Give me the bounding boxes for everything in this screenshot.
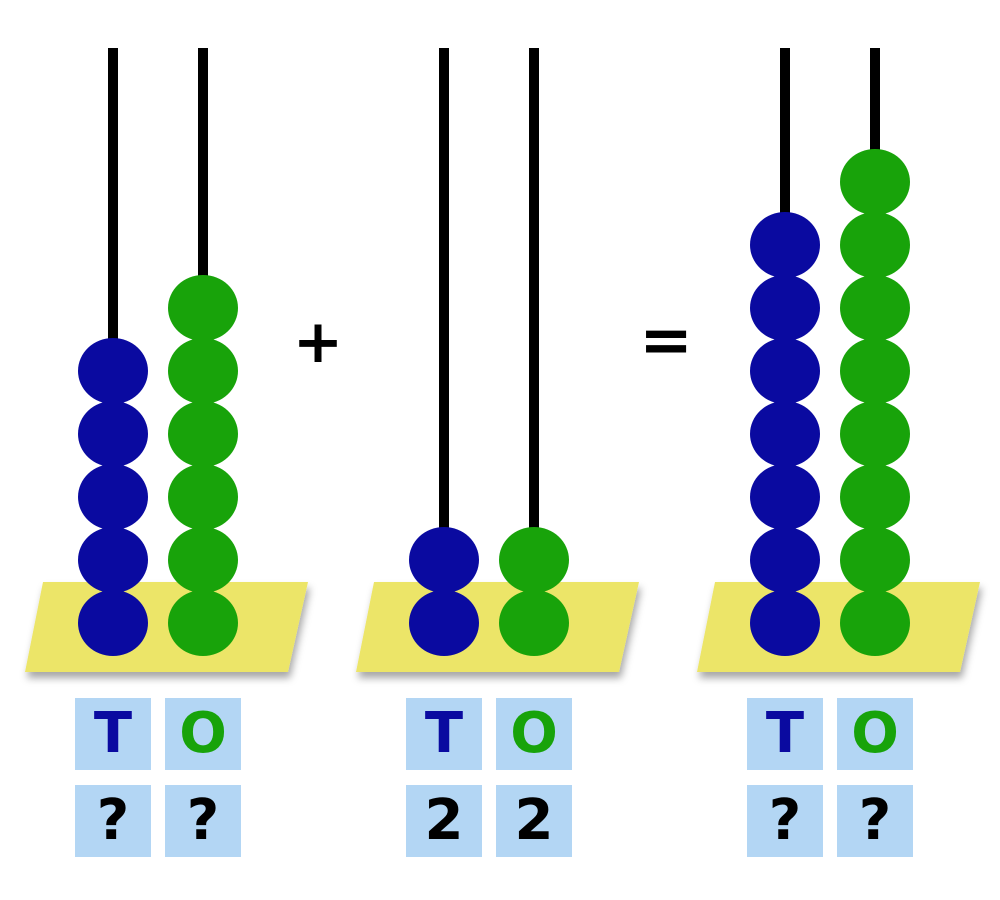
tens-bead [750,527,820,593]
tens-value-box [406,785,482,857]
ones-header-label: O [179,701,227,766]
ones-header-box [165,698,241,770]
tens-bead [78,401,148,467]
ones-value-box [837,785,913,857]
tens-value-label: ? [769,788,801,853]
tens-bead [409,590,479,656]
ones-bead [499,590,569,656]
ones-value-box [165,785,241,857]
tens-beads [409,527,479,656]
abacus-base [697,582,980,672]
abacus-base [25,582,308,672]
tens-bead [750,275,820,341]
tens-header-label: T [425,701,463,766]
tens-bead [78,590,148,656]
ones-beads [168,275,238,656]
tens-bead [750,590,820,656]
ones-value-label: ? [859,788,891,853]
abacus-second-addend: T O 2 2 [356,48,639,857]
ones-bead [168,464,238,530]
tens-bead [750,401,820,467]
tens-header-label: T [94,701,132,766]
ones-header-box [496,698,572,770]
ones-bead [168,590,238,656]
ones-bead [168,275,238,341]
ones-value-label: 2 [515,788,554,853]
tens-bead [750,212,820,278]
ones-bead [499,527,569,593]
ones-bead [840,590,910,656]
tens-header-box [75,698,151,770]
tens-value-box [747,785,823,857]
ones-bead [840,401,910,467]
ones-beads [840,149,910,656]
tens-bead [78,527,148,593]
place-value-labels: T O ? ? [75,698,241,857]
place-value-labels: T O 2 2 [406,698,572,857]
tens-bead [409,527,479,593]
tens-bead [750,464,820,530]
ones-header-box [837,698,913,770]
ones-bead [168,338,238,404]
abacus-sum: T O ? ? [697,48,980,857]
abacus-first-addend: T O ? ? [25,48,308,857]
tens-bead [750,338,820,404]
plus-sign: + [293,307,343,377]
ones-bead [168,401,238,467]
ones-header-label: O [510,701,558,766]
ones-bead [840,464,910,530]
tens-bead [78,464,148,530]
ones-header-label: O [851,701,899,766]
ones-bead [840,149,910,215]
place-value-labels: T O ? ? [747,698,913,857]
tens-beads [750,212,820,656]
ones-bead [840,212,910,278]
tens-value-label: 2 [425,788,464,853]
abacus-base [356,582,639,672]
ones-value-label: ? [187,788,219,853]
tens-value-box [75,785,151,857]
tens-beads [78,338,148,656]
tens-value-label: ? [97,788,129,853]
tens-bead [78,338,148,404]
ones-bead [840,275,910,341]
ones-beads [499,527,569,656]
ones-bead [168,527,238,593]
equals-sign: = [639,304,693,378]
tens-header-label: T [766,701,804,766]
ones-value-box [496,785,572,857]
tens-header-box [406,698,482,770]
tens-header-box [747,698,823,770]
ones-bead [840,527,910,593]
ones-bead [840,338,910,404]
